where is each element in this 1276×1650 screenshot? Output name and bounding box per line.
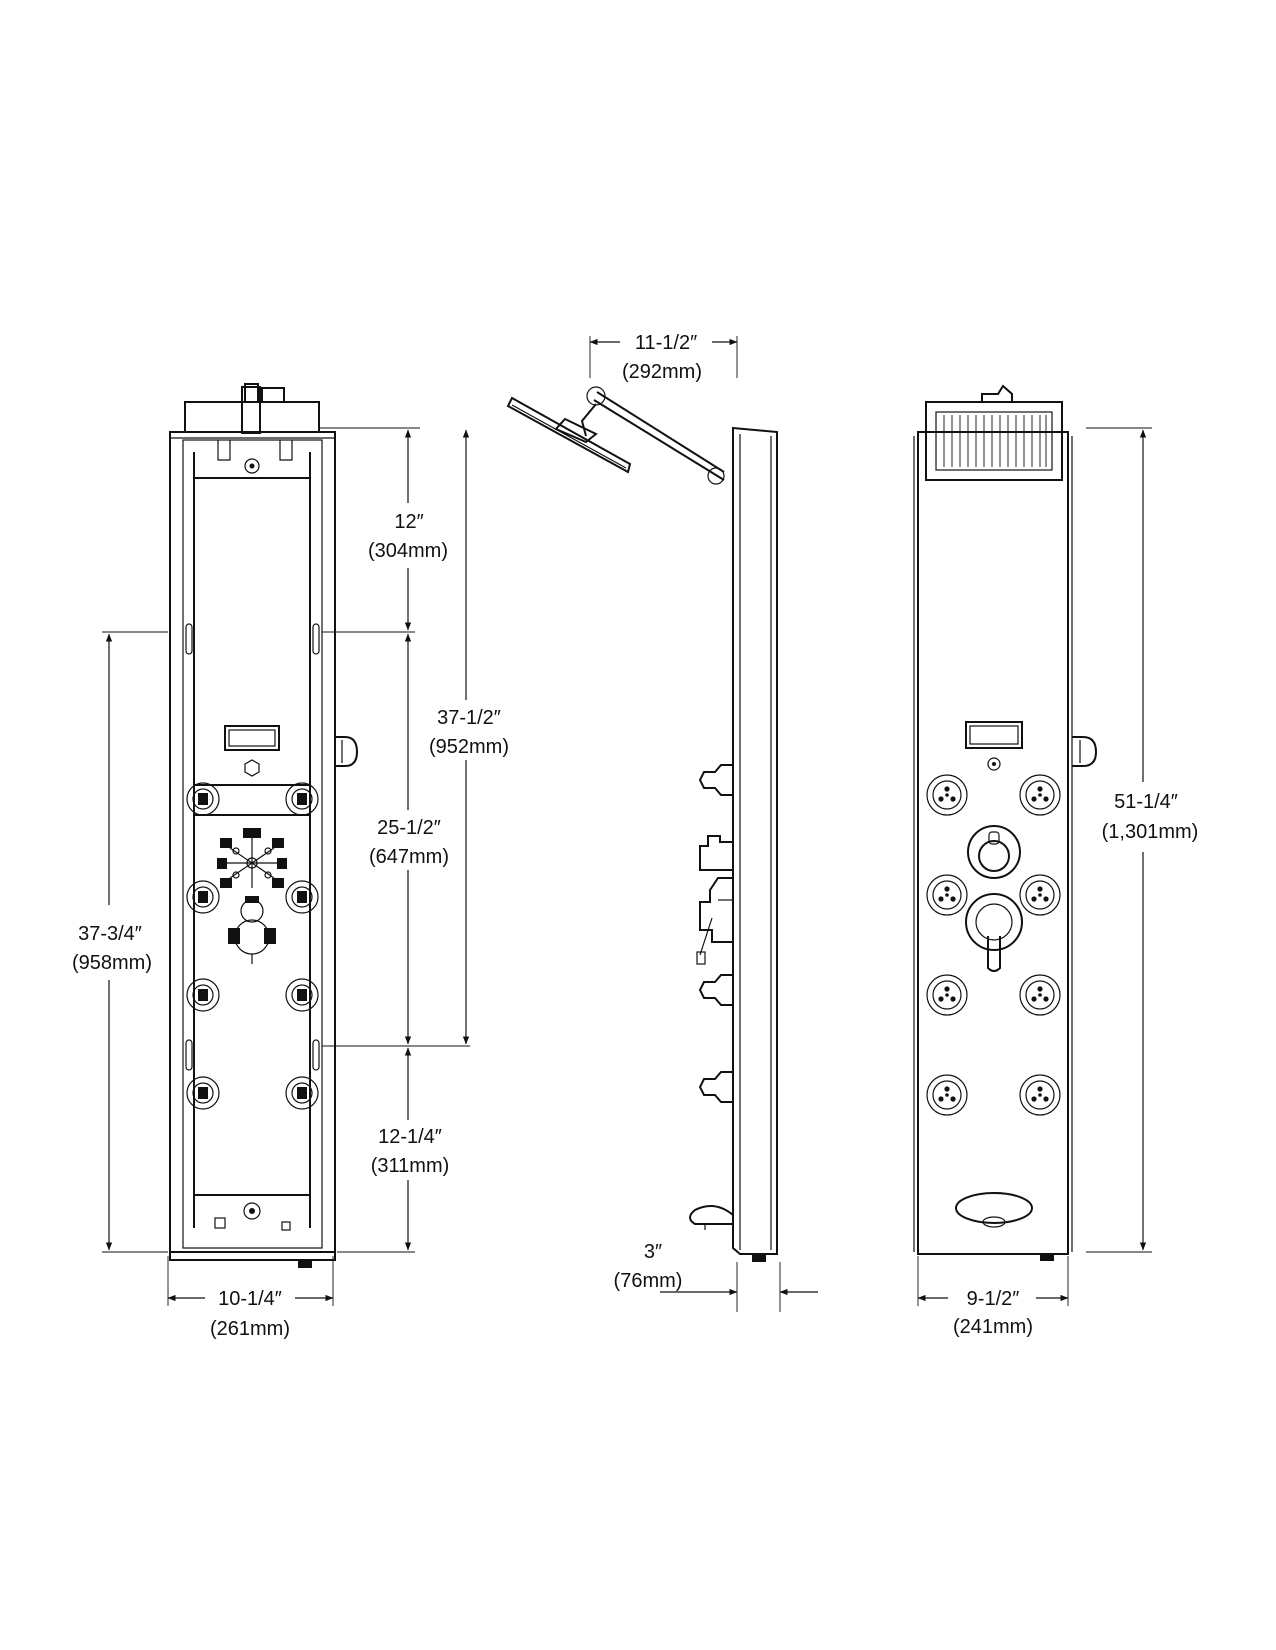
front-view — [913, 384, 1098, 1261]
top-to-lower-imperial: 37-1/2″ — [437, 707, 501, 729]
panel-depth-imperial: 3″ — [644, 1241, 662, 1263]
middle-section-metric: (647mm) — [369, 846, 449, 868]
middle-section-imperial: 25-1/2″ — [377, 817, 441, 839]
back-view — [169, 383, 359, 1268]
dimension-lines — [102, 336, 1152, 1312]
side-view — [506, 386, 778, 1262]
upper-section-metric: (304mm) — [368, 540, 448, 562]
dimension-labels: 11-1/2″ (292mm) 12″ (304mm) 25-1/2″ (647… — [72, 332, 1198, 1340]
upper-section-imperial: 12″ — [394, 511, 423, 533]
mid-to-bottom-imperial: 37-3/4″ — [78, 923, 142, 945]
arm-reach-metric: (292mm) — [622, 361, 702, 383]
overall-width-back-metric: (261mm) — [210, 1318, 290, 1340]
overall-height-metric: (1,301mm) — [1102, 821, 1199, 843]
panel-width-front-imperial: 9-1/2″ — [967, 1288, 1020, 1310]
top-to-lower-metric: (952mm) — [429, 736, 509, 758]
lower-section-imperial: 12-1/4″ — [378, 1126, 442, 1148]
arm-reach-imperial: 11-1/2″ — [635, 332, 697, 354]
panel-width-front-metric: (241mm) — [953, 1316, 1033, 1338]
overall-height-imperial: 51-1/4″ — [1114, 791, 1178, 813]
panel-depth-metric: (76mm) — [614, 1270, 683, 1292]
lower-section-metric: (311mm) — [371, 1155, 450, 1177]
overall-width-back-imperial: 10-1/4″ — [218, 1288, 282, 1310]
mid-to-bottom-metric: (958mm) — [72, 952, 152, 974]
